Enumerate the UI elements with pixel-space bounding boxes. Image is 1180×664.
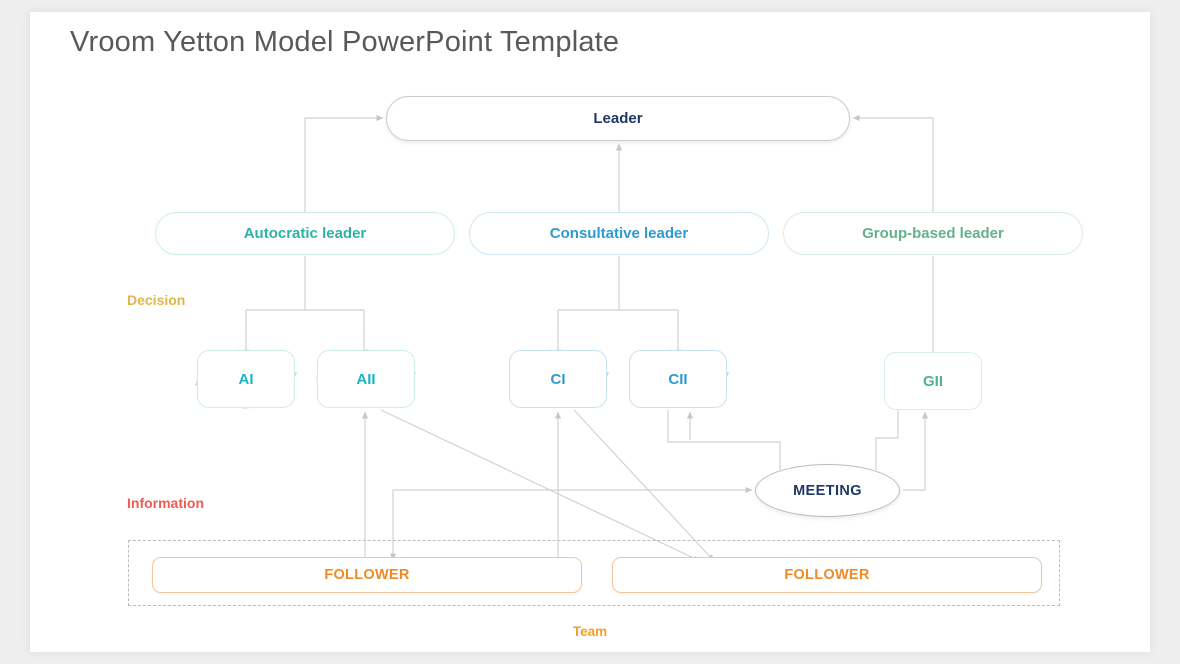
node-group-based-leader[interactable]: Group-based leader (783, 212, 1083, 255)
node-decision-cii[interactable]: CII (629, 350, 727, 408)
node-follower-1[interactable]: FOLLOWER (152, 557, 582, 593)
node-decision-ci[interactable]: CI (509, 350, 607, 408)
team-container (128, 540, 1060, 606)
node-meeting[interactable]: MEETING (755, 464, 900, 517)
node-decision-aii[interactable]: AII (317, 350, 415, 408)
label-decision: Decision (127, 292, 186, 308)
page-title: Vroom Yetton Model PowerPoint Template (70, 26, 620, 58)
node-decision-gii[interactable]: GII (884, 352, 982, 410)
node-autocratic-leader[interactable]: Autocratic leader (155, 212, 455, 255)
node-consultative-leader[interactable]: Consultative leader (469, 212, 769, 255)
node-leader[interactable]: Leader (386, 96, 850, 141)
node-follower-2[interactable]: FOLLOWER (612, 557, 1042, 593)
label-team: Team (572, 624, 608, 639)
label-information: Information (127, 495, 204, 511)
node-decision-ai[interactable]: AI (197, 350, 295, 408)
